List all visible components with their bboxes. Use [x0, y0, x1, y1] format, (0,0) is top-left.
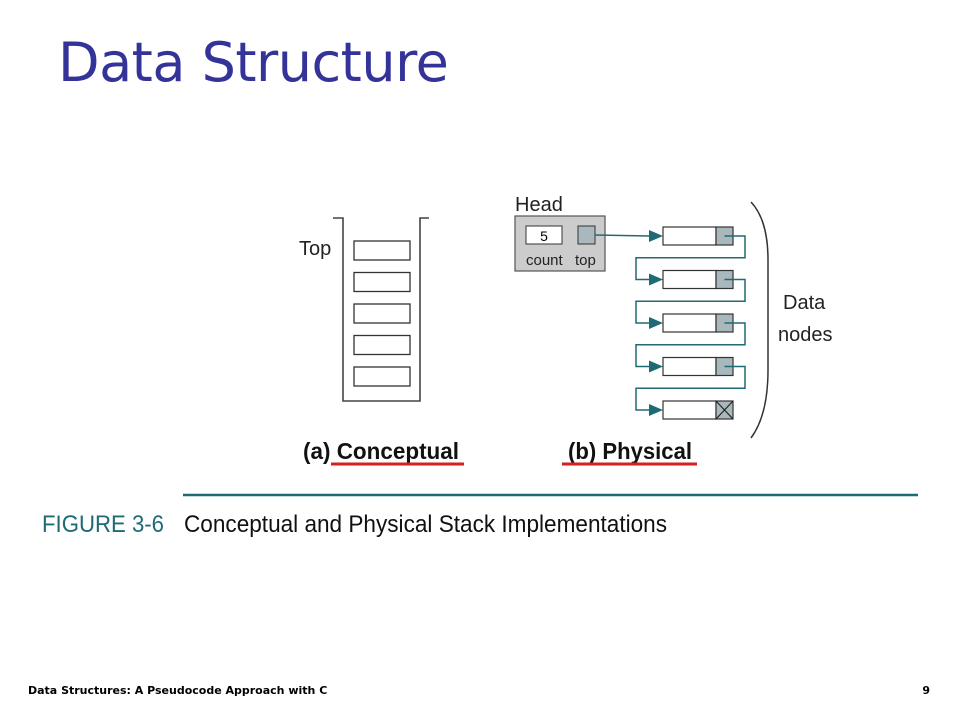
null-pointer-mark	[715, 400, 734, 420]
data-nodes-brace	[750, 201, 769, 439]
stack-element	[353, 240, 411, 261]
link-pointer-line	[635, 278, 746, 324]
link-pointer-line	[635, 365, 746, 411]
stack-element	[353, 271, 411, 293]
data-nodes	[594, 226, 746, 420]
footer-book-title: Data Structures: A Pseudocode Approach w…	[28, 684, 328, 697]
top-field-label: top	[575, 252, 596, 269]
physical-caption-word: Physical	[602, 438, 692, 464]
pointer-arrowhead	[649, 317, 663, 329]
data-node	[662, 226, 717, 246]
data-nodes-label-line2: nodes	[778, 324, 833, 346]
stack-element	[353, 334, 411, 356]
link-pointer-line	[635, 322, 746, 368]
figure-caption: Conceptual and Physical Stack Implementa…	[184, 511, 667, 538]
data-node	[662, 356, 717, 377]
pointer-arrowhead	[649, 273, 663, 286]
count-value: 5	[540, 228, 548, 244]
data-nodes-label-line1: Data	[783, 292, 826, 314]
top-label: Top	[299, 238, 331, 260]
page-number: 9	[922, 684, 930, 697]
stack-element	[353, 303, 411, 324]
pointer-arrowhead	[649, 360, 663, 373]
conceptual-caption-letter: (a)	[303, 438, 330, 464]
stack-elements	[353, 240, 411, 387]
pointer-arrowhead	[649, 230, 663, 242]
head-node: Head 5 count top	[514, 194, 606, 272]
count-field	[525, 225, 563, 245]
link-pointer-line	[635, 235, 746, 281]
data-node	[662, 313, 717, 333]
physical-caption: (b) Physical	[568, 438, 692, 464]
pointer-arrowhead	[649, 404, 663, 416]
data-node	[662, 400, 717, 420]
data-node	[662, 269, 717, 290]
conceptual-caption: (a) Conceptual	[303, 438, 459, 464]
figure-number: FIGURE 3-6	[42, 511, 164, 538]
conceptual-caption-word: Conceptual	[337, 438, 459, 464]
head-label: Head	[515, 194, 563, 216]
physical-caption-letter: (b)	[568, 438, 596, 464]
stack-element	[353, 366, 411, 387]
stack-container	[333, 217, 429, 402]
conceptual-stack: Top	[299, 217, 429, 402]
count-label: count	[526, 252, 564, 269]
top-pointer-field	[577, 225, 596, 245]
slide-title: Data Structure	[58, 31, 449, 94]
head-pointer-line	[594, 234, 651, 237]
